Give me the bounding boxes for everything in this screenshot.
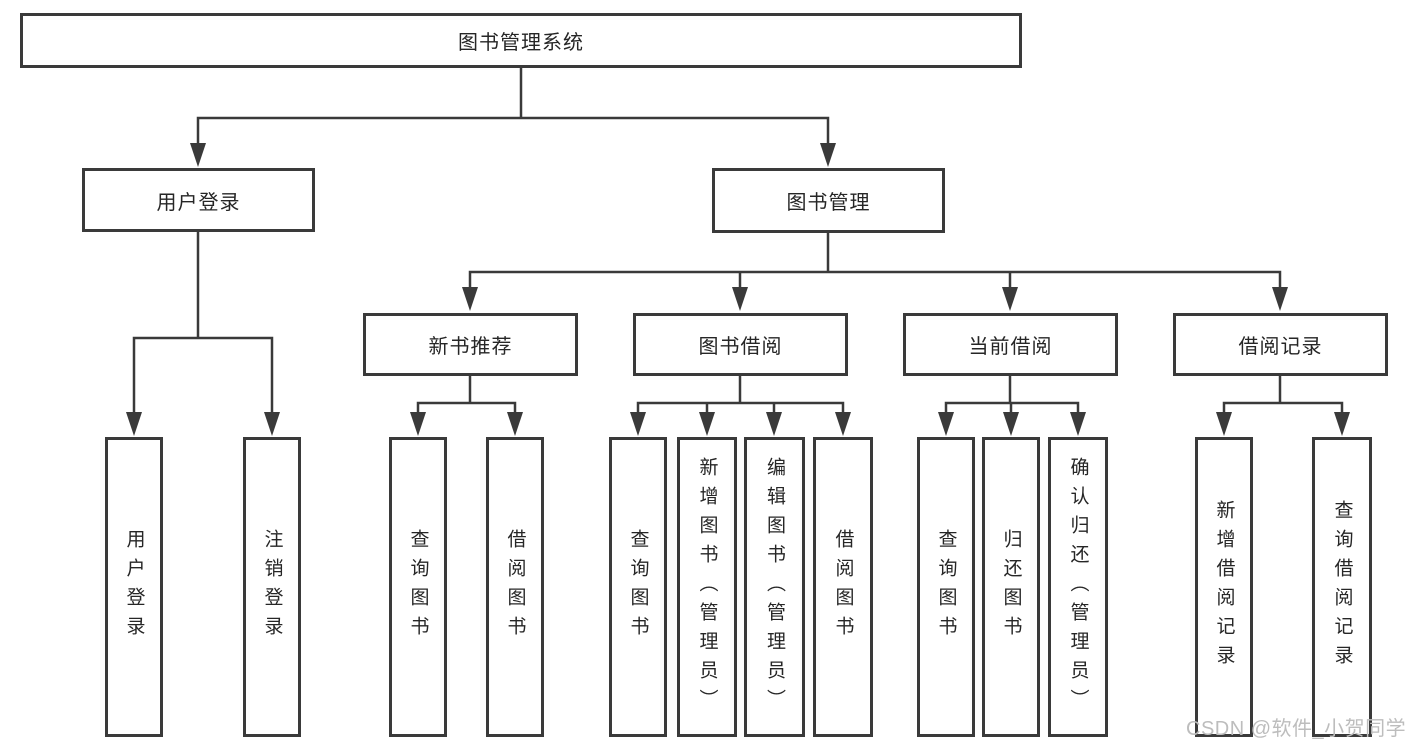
leaf-label: 新增图书（管理员） bbox=[696, 456, 718, 718]
node-book-management: 图书管理 bbox=[712, 168, 945, 233]
leaf-query-borrow-record: 查询借阅记录 bbox=[1312, 437, 1372, 737]
node-root-system: 图书管理系统 bbox=[20, 13, 1022, 68]
arrow-icon bbox=[820, 143, 836, 167]
leaf-add-books-admin: 新增图书（管理员） bbox=[677, 437, 737, 737]
leaf-label: 用户登录 bbox=[123, 529, 145, 645]
leaf-user-login: 用户登录 bbox=[105, 437, 163, 737]
arrow-icon bbox=[1002, 287, 1018, 311]
leaf-query-books-2: 查询图书 bbox=[609, 437, 667, 737]
arrow-icon bbox=[264, 412, 280, 436]
leaf-label: 确认归还（管理员） bbox=[1067, 456, 1089, 718]
arrow-icon bbox=[732, 287, 748, 311]
arrow-icon bbox=[126, 412, 142, 436]
leaf-label: 新增借阅记录 bbox=[1213, 500, 1235, 674]
arrow-icon bbox=[410, 412, 426, 436]
connector-current-branch bbox=[944, 376, 1080, 414]
leaf-label: 借阅图书 bbox=[832, 529, 854, 645]
arrow-icon bbox=[835, 412, 851, 436]
arrowheads bbox=[126, 143, 1350, 436]
leaf-label: 查询图书 bbox=[935, 529, 957, 645]
node-borrow-record: 借阅记录 bbox=[1173, 313, 1388, 376]
arrow-icon bbox=[766, 412, 782, 436]
leaf-label: 查询图书 bbox=[407, 529, 429, 645]
connector-newbook-branch bbox=[416, 376, 517, 414]
connector-borrow-branch bbox=[636, 376, 845, 414]
leaf-return-books: 归还图书 bbox=[982, 437, 1040, 737]
node-current-borrow: 当前借阅 bbox=[903, 313, 1118, 376]
leaf-logout: 注销登录 bbox=[243, 437, 301, 737]
arrow-icon bbox=[462, 287, 478, 311]
leaf-confirm-return-admin: 确认归还（管理员） bbox=[1048, 437, 1108, 737]
leaf-label: 编辑图书（管理员） bbox=[764, 456, 785, 718]
connector-level2-branch bbox=[196, 116, 830, 145]
leaf-query-books-1: 查询图书 bbox=[389, 437, 447, 737]
arrow-icon bbox=[938, 412, 954, 436]
arrow-icon bbox=[1272, 287, 1288, 311]
arrow-icon bbox=[190, 143, 206, 167]
arrow-icon bbox=[1070, 412, 1086, 436]
leaf-label: 注销登录 bbox=[261, 529, 283, 645]
leaf-label: 借阅图书 bbox=[504, 529, 526, 645]
arrow-icon bbox=[699, 412, 715, 436]
leaf-label: 归还图书 bbox=[1000, 529, 1022, 645]
leaf-add-borrow-record: 新增借阅记录 bbox=[1195, 437, 1253, 737]
node-book-borrow: 图书借阅 bbox=[633, 313, 848, 376]
connector-level3-branch bbox=[468, 270, 1282, 289]
connector-userlogin-branch bbox=[132, 336, 274, 414]
leaf-label: 查询借阅记录 bbox=[1331, 500, 1353, 674]
arrow-icon bbox=[1216, 412, 1232, 436]
arrow-icon bbox=[630, 412, 646, 436]
node-user-login: 用户登录 bbox=[82, 168, 315, 232]
leaf-label: 查询图书 bbox=[627, 529, 649, 645]
leaf-query-books-3: 查询图书 bbox=[917, 437, 975, 737]
connector-record-branch bbox=[1222, 376, 1344, 414]
arrow-icon bbox=[1003, 412, 1019, 436]
node-new-book-recommend: 新书推荐 bbox=[363, 313, 578, 376]
arrow-icon bbox=[507, 412, 523, 436]
leaf-borrow-books-2: 借阅图书 bbox=[813, 437, 873, 737]
leaf-borrow-books-1: 借阅图书 bbox=[486, 437, 544, 737]
csdn-watermark: CSDN @软件_小贺同学 bbox=[1186, 718, 1405, 740]
leaf-edit-books-admin: 编辑图书（管理员） bbox=[744, 437, 805, 737]
arrow-icon bbox=[1334, 412, 1350, 436]
